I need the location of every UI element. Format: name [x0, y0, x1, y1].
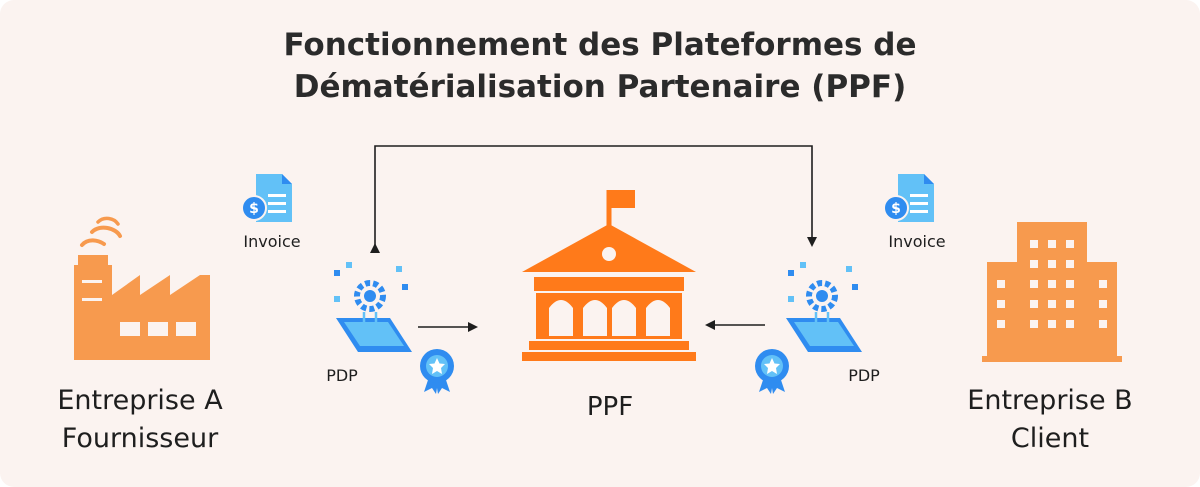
- entreprise-a-line-2: Fournisseur: [61, 423, 219, 454]
- title-line-1: Fonctionnement des Plateformes de: [283, 27, 917, 63]
- diagram-title: Fonctionnement des Plateformes de Dématé…: [0, 24, 1200, 108]
- factory-icon: [74, 216, 210, 360]
- invoice-icon-left: $: [241, 174, 292, 222]
- title-line-2: Dématérialisation Partenaire (PPF): [293, 69, 907, 105]
- pdp-platform-icon-right: [786, 262, 862, 352]
- svg-text:$: $: [249, 201, 259, 217]
- entreprise-a-line-1: Entreprise A: [57, 385, 223, 416]
- office-building-icon: [982, 222, 1122, 362]
- svg-text:$: $: [891, 201, 901, 217]
- pdp-platform-icon-left: [334, 262, 412, 352]
- government-building-icon: [522, 190, 696, 361]
- certification-badge-icon-left: [420, 349, 454, 394]
- entreprise-b-line-2: Client: [1010, 423, 1090, 454]
- invoice-label-right: Invoice: [888, 232, 946, 251]
- invoice-icon-right: $: [883, 174, 934, 222]
- top-connector-line: [370, 145, 817, 253]
- entreprise-a-label: Entreprise A Fournisseur: [20, 382, 260, 458]
- ppf-label: PPF: [586, 392, 634, 422]
- entreprise-b-label: Entreprise B Client: [930, 382, 1170, 458]
- pdp-label-left: PDP: [326, 366, 358, 385]
- pdp-label-right: PDP: [848, 366, 880, 385]
- entreprise-b-line-1: Entreprise B: [967, 385, 1133, 416]
- certification-badge-icon-right: [755, 349, 789, 394]
- invoice-label-left: Invoice: [243, 232, 301, 251]
